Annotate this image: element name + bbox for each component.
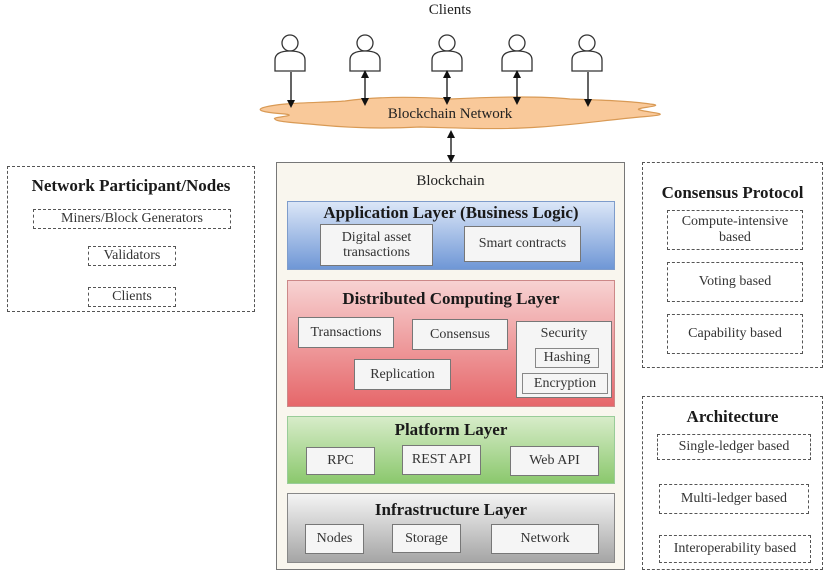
consensus-item-voting: Voting based (667, 262, 803, 302)
consensus-item-compute-intensive: Compute-intensive based (667, 210, 803, 250)
layer-title: Application Layer (Business Logic) (323, 203, 579, 222)
architecture-title: Architecture (686, 407, 779, 426)
security-label: Security (540, 326, 588, 341)
participant-item-validators: Validators (88, 246, 176, 266)
network-graphic (259, 34, 661, 163)
client-icon (501, 34, 533, 72)
layer-item-digital-asset-transactions: Digital asset transactions (320, 224, 433, 266)
client-icon (349, 34, 381, 72)
platform-layer: Platform Layer RPC REST API Web API (287, 416, 615, 484)
layer-item-rpc: RPC (306, 447, 375, 475)
security-item-encryption: Encryption (522, 373, 608, 394)
architecture-item-interoperability: Interoperability based (659, 535, 811, 563)
layer-title: Platform Layer (394, 420, 508, 439)
client-icon (431, 34, 463, 72)
architecture-item-single-ledger: Single-ledger based (657, 434, 811, 460)
layer-item-web-api: Web API (510, 446, 599, 476)
architecture-item-multi-ledger: Multi-ledger based (659, 484, 809, 514)
application-layer: Application Layer (Business Logic) Digit… (287, 201, 615, 270)
layer-item-replication: Replication (354, 359, 451, 390)
layer-title: Infrastructure Layer (374, 500, 528, 519)
clients-title: Clients (428, 2, 472, 18)
participants-panel: Network Participant/Nodes Miners/Block G… (7, 166, 255, 312)
architecture-panel: Architecture Single-ledger based Multi-l… (642, 396, 823, 570)
participant-item-miners: Miners/Block Generators (33, 209, 231, 229)
layer-item-network: Network (491, 524, 599, 554)
network-label: Blockchain Network (387, 106, 513, 122)
participant-item-clients: Clients (88, 287, 176, 307)
blockchain-title: Blockchain (416, 173, 485, 189)
layer-title: Distributed Computing Layer (342, 289, 560, 308)
layer-item-smart-contracts: Smart contracts (464, 226, 581, 262)
consensus-item-capability: Capability based (667, 314, 803, 354)
distributed-computing-layer: Distributed Computing Layer Transactions… (287, 280, 615, 407)
infrastructure-layer: Infrastructure Layer Nodes Storage Netwo… (287, 493, 615, 563)
consensus-title: Consensus Protocol (661, 183, 804, 202)
consensus-panel: Consensus Protocol Compute-intensive bas… (642, 162, 823, 368)
client-icon (571, 34, 603, 72)
layer-item-transactions: Transactions (298, 317, 394, 348)
layer-item-nodes: Nodes (305, 524, 364, 554)
layer-item-rest-api: REST API (402, 445, 481, 475)
layer-item-storage: Storage (392, 524, 461, 553)
security-item-hashing: Hashing (535, 348, 599, 368)
layer-item-consensus: Consensus (412, 319, 508, 350)
participants-title: Network Participant/Nodes (31, 176, 231, 195)
client-icon (274, 34, 306, 72)
